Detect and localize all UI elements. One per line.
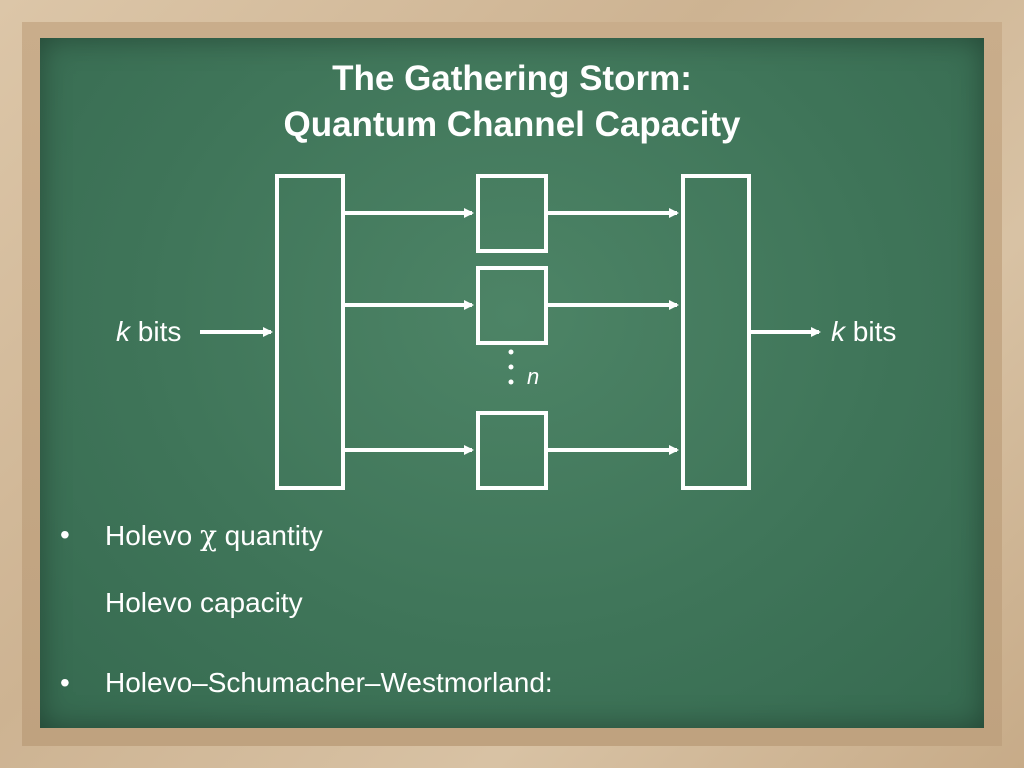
output-bits-var: k — [831, 316, 845, 347]
bullet-text-2: Holevo–Schumacher–Westmorland: — [105, 667, 553, 698]
input-bits-label: k bits — [116, 316, 181, 348]
encoder-box — [275, 174, 345, 490]
ellipsis-dot-2 — [508, 364, 514, 370]
bullet-marker-2: • — [60, 667, 70, 698]
holevo-prefix: Holevo — [105, 520, 200, 551]
quantity-suffix: quantity — [216, 520, 323, 551]
channel-box-n — [476, 411, 548, 490]
ellipsis-dot-3 — [508, 379, 514, 385]
channel-count-label: n — [527, 364, 540, 389]
slide-title: The Gathering Storm: Quantum Channel Cap… — [40, 56, 984, 148]
input-bits-var: k — [116, 316, 130, 347]
channel-box-2 — [476, 266, 548, 345]
chi-symbol: χ — [199, 519, 217, 552]
bullet-text-1: Holevo χ quantity — [105, 519, 323, 552]
channel-box-1 — [476, 174, 548, 253]
ellipsis-dot-1 — [508, 349, 514, 355]
holevo-capacity-text: Holevo capacity — [105, 587, 303, 618]
output-bits-label: k bits — [831, 316, 896, 348]
output-bits-text: bits — [845, 316, 897, 347]
decoder-box — [681, 174, 751, 490]
title-line-1: The Gathering Storm: — [332, 59, 692, 98]
input-bits-text: bits — [130, 316, 182, 347]
bullet-marker-1: • — [60, 519, 70, 550]
title-line-2: Quantum Channel Capacity — [283, 105, 741, 144]
